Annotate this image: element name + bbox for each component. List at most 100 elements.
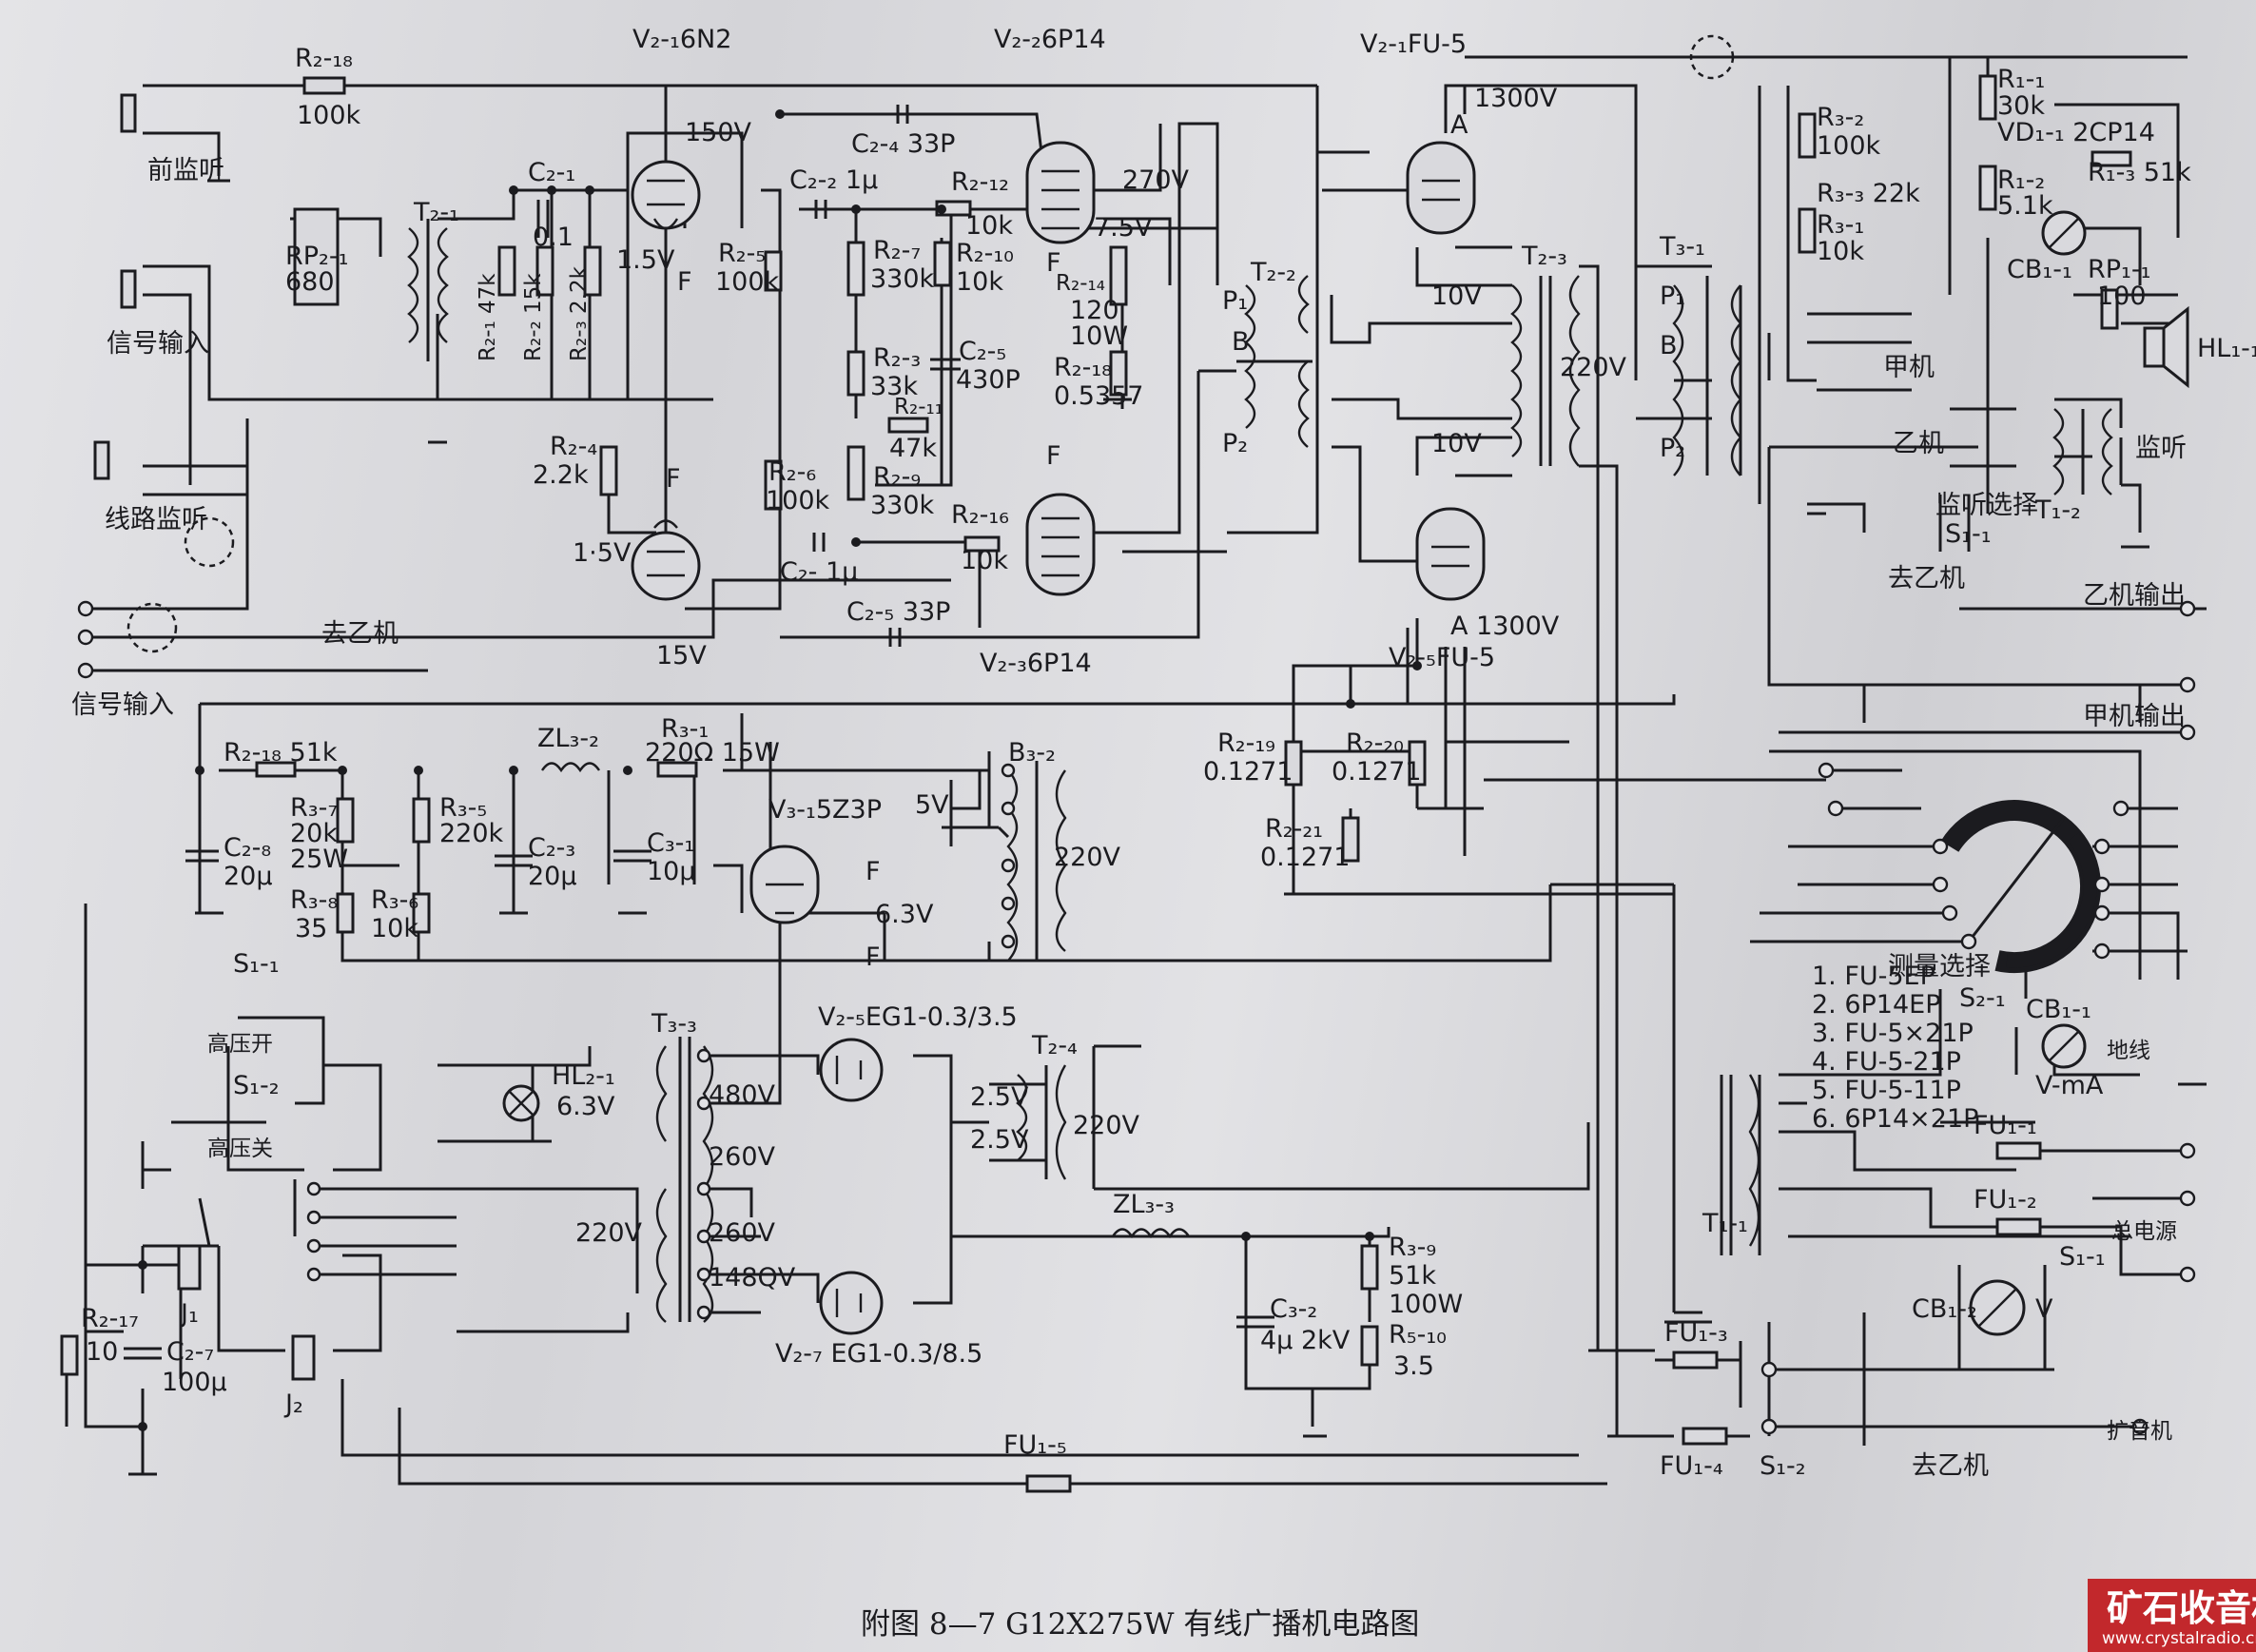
label-c27: C₂-₇	[166, 1337, 214, 1367]
label-hv-off: 高压关	[207, 1137, 273, 1161]
value-r217: 10	[86, 1337, 118, 1367]
measure-list-item: 6. 6P14×21P	[1812, 1104, 1978, 1134]
label-line-monitor: 线路监听	[105, 505, 207, 534]
label-t31: T₃-₁	[1659, 232, 1705, 262]
tube-v25-fu5	[1415, 507, 1486, 601]
label-j2: J₂	[283, 1390, 303, 1419]
value-r211: 47k	[889, 434, 937, 463]
value-r37-watts: 25W	[290, 845, 348, 874]
label-r38: R₃-₈	[290, 885, 338, 915]
value-r220: 0.1271	[1332, 757, 1421, 787]
tube-v22	[1025, 141, 1096, 244]
label-r220: R₂-₂₀	[1346, 729, 1404, 758]
label-rp21: RP₂-₁	[285, 242, 348, 271]
capacitors	[124, 105, 1274, 1360]
label-r12: R₁-₂	[1997, 165, 2045, 195]
watermark-url: www.crystalradio.cn	[2102, 1629, 2256, 1648]
label-r216: R₂-₁₆	[951, 500, 1009, 530]
transformer-t22	[1244, 275, 1310, 448]
pin-f-6: F	[865, 943, 881, 972]
label-s11: S₁-₁	[1945, 519, 1992, 549]
figure-caption: 附图 8—7 G12X275W 有线广播机电路图	[861, 1607, 1419, 1642]
voltage-1-5v-a: 1.5V	[616, 245, 675, 275]
label-monitor: 监听	[2135, 434, 2187, 463]
label-r39: R₃-₉	[1389, 1233, 1436, 1262]
value-c32: 4μ 2kV	[1260, 1326, 1351, 1355]
label-front-monitor: 前监听	[147, 156, 224, 185]
pin-p1-2: P₁	[1660, 282, 1685, 311]
value-c23: 20μ	[528, 862, 577, 891]
voltage-150v: 150V	[685, 118, 752, 147]
value-c25: 430P	[956, 365, 1021, 395]
voltage-220v-d: 220V	[575, 1218, 643, 1248]
label-c21: C₂-₁	[528, 158, 575, 187]
label-r25: R₂-₅	[718, 239, 766, 268]
label-t23: T₂-₃	[1521, 242, 1567, 271]
label-r211: R₂-₁₁	[894, 395, 943, 419]
voltage-10v-b: 10V	[1431, 429, 1482, 458]
label-zl32: ZL₃-₂	[537, 724, 599, 753]
jack-shields	[126, 34, 1735, 653]
label-hl11: HL₁-₁	[2197, 334, 2256, 363]
label-s12: S₁-₂	[233, 1071, 280, 1100]
label-c32: C₃-₂	[1270, 1294, 1317, 1324]
label-r31b: R₃-₁	[661, 714, 709, 744]
value-r31: 10k	[1817, 237, 1864, 266]
tube-v21-fu5	[1406, 141, 1476, 235]
label-r26: R₂-₆	[768, 457, 816, 487]
speaker-hl11	[2143, 305, 2189, 389]
label-r219: R₂-₁₉	[1217, 729, 1275, 758]
label-fu15: FU₁-₅	[1003, 1430, 1067, 1460]
label-r214: R₂-₁₄	[1056, 271, 1105, 296]
label-a-machine: 甲机	[1883, 353, 1935, 382]
value-r31b: 220Ω 15W	[645, 738, 780, 768]
label-c2: C₂- 1μ	[780, 557, 858, 587]
value-c21: 0.1	[533, 223, 574, 252]
label-r217: R₂-₁₇	[81, 1304, 139, 1333]
label-r29: R₂-₉	[873, 462, 921, 492]
value-r11: 30k	[1997, 91, 2045, 121]
junctions	[138, 109, 1422, 1431]
pin-b-1: B	[1232, 327, 1250, 357]
voltage-220v-a: 220V	[1560, 353, 1627, 382]
label-a-output: 甲机输出	[2083, 702, 2186, 731]
fuses	[1025, 1141, 2042, 1493]
label-to-b-machine-in: 去乙机	[321, 619, 399, 649]
measure-list-item: 1. FU-5EP	[1812, 962, 1935, 991]
label-monitor-select: 监听选择	[1935, 491, 2038, 520]
label-hl21: HL₂-₁	[552, 1061, 615, 1091]
value-r216: 10k	[961, 546, 1008, 575]
tube-v27-eg1	[819, 1271, 884, 1335]
watermark: 矿石收音机 www.crystalradio.cn	[2088, 1579, 2256, 1652]
meters	[1969, 210, 2087, 1336]
pin-p1-1: P₁	[1222, 286, 1248, 316]
value-r218b: 0.5357	[1054, 381, 1143, 411]
label-zl33: ZL₃-₃	[1113, 1190, 1175, 1219]
label-r221: R₂-₂₁	[1265, 814, 1323, 844]
label-vd11: VD₁-₁ 2CP14	[1997, 118, 2155, 147]
label-r23b: R₂-₃	[873, 343, 921, 373]
label-r218b: R₂-₁₈	[1054, 353, 1112, 382]
voltage-1-5v-b: 1·5V	[573, 538, 632, 568]
label-r22: R₂-₂ 15k	[521, 273, 546, 361]
voltage-1300v-b: A 1300V	[1450, 612, 1560, 641]
label-fu12: FU₁-₂	[1974, 1185, 2037, 1215]
measure-list-item: 5. FU-5-11P	[1812, 1076, 1961, 1105]
value-r27: 330k	[870, 264, 935, 294]
voltage-v: V	[2035, 1294, 2053, 1324]
value-r39-ohms: 51k	[1389, 1261, 1436, 1291]
lamp-hl21	[502, 1084, 540, 1122]
voltage-220v-c: 220V	[1073, 1111, 1140, 1140]
pin-p2-1: P₂	[1222, 429, 1248, 458]
tube-label-v21-6n2: V₂-₁6N2	[632, 25, 731, 54]
label-signal-input-1: 信号输入	[107, 329, 209, 359]
tube-label-v21-fu5: V₂-₁FU-5	[1360, 29, 1467, 59]
label-s11c: S₁-₁	[2059, 1242, 2106, 1272]
label-r210: R₂-₁₀	[956, 239, 1014, 268]
voltage-10v-a: 10V	[1431, 282, 1482, 311]
label-r36: R₃-₆	[371, 885, 418, 915]
voltage-2-5v-a: 2.5V	[970, 1082, 1029, 1112]
label-c28: C₂-₈	[224, 833, 271, 863]
